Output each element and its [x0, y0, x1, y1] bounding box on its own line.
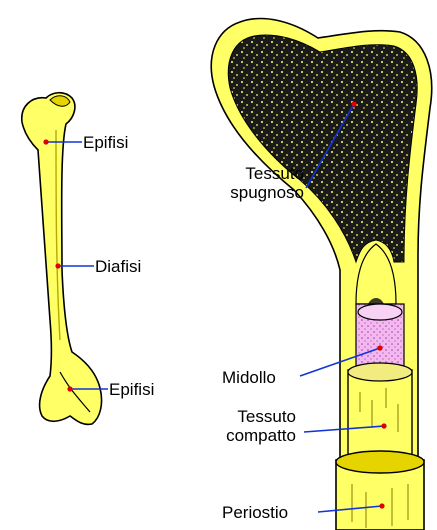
label-tessuto-spugnoso-line1: Tessuto	[245, 164, 304, 183]
dot-midollo	[377, 345, 382, 350]
label-diafisi: Diafisi	[95, 257, 141, 276]
right-section: Tessuto spugnoso Midollo Tessuto compatt…	[211, 19, 431, 530]
label-tessuto-compatto-line1: Tessuto	[237, 407, 296, 426]
compact-top	[348, 363, 412, 381]
label-tessuto-spugnoso-line2: spugnoso	[230, 183, 304, 202]
label-midollo: Midollo	[222, 368, 276, 387]
label-periostio: Periostio	[222, 503, 288, 522]
dot-epifisi-bottom	[67, 386, 72, 391]
left-bone: Epifisi Diafisi Epifisi	[22, 93, 155, 425]
dot-tessuto-spugnoso	[351, 101, 356, 106]
marrow-top	[358, 304, 402, 320]
label-epifisi-top: Epifisi	[83, 133, 128, 152]
dot-epifisi-top	[43, 139, 48, 144]
dot-diafisi	[55, 263, 60, 268]
periosteum-top	[336, 451, 424, 473]
compact-tissue	[348, 370, 412, 460]
label-epifisi-bottom: Epifisi	[109, 380, 154, 399]
dot-tessuto-compatto	[381, 423, 386, 428]
label-tessuto-compatto-line2: compatto	[226, 426, 296, 445]
dot-periostio	[379, 503, 384, 508]
